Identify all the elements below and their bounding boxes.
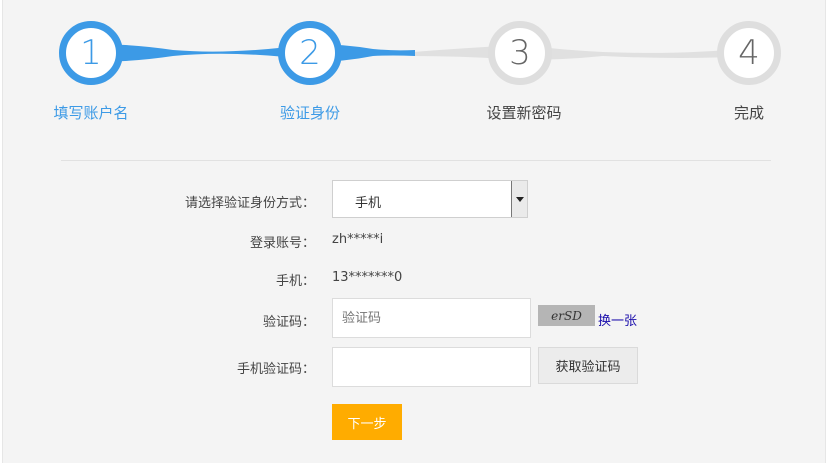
step-1-number: 1 (80, 33, 102, 73)
phone-value: 13*******0 (332, 270, 403, 285)
step-2-label: 验证身份 (279, 104, 340, 122)
account-value: zh*****i (332, 232, 384, 247)
method-label: 请选择验证身份方式： (184, 196, 315, 211)
step-4-number: 4 (738, 33, 760, 73)
captcha-refresh-link[interactable]: 换一张 (598, 314, 638, 329)
track-active-1 (92, 44, 312, 62)
phone-label: 手机： (275, 274, 315, 289)
step-2-number: 2 (299, 33, 321, 73)
step-3-circle: 3 (488, 21, 552, 85)
get-sms-code-button[interactable]: 获取验证码 (538, 347, 638, 384)
sms-code-input[interactable] (332, 347, 531, 387)
account-label: 登录账号： (249, 236, 315, 251)
step-3-label: 设置新密码 (486, 104, 562, 122)
method-select[interactable]: 手机 (332, 180, 528, 218)
method-select-value: 手机 (355, 196, 382, 211)
sms-code-label: 手机验证码： (236, 362, 315, 377)
captcha-label: 验证码： (262, 315, 315, 330)
step-4-label: 完成 (733, 104, 764, 122)
step-4-circle: 4 (717, 21, 781, 85)
step-1-circle: 1 (59, 21, 123, 85)
track-inactive (413, 45, 749, 60)
captcha-image: erSD (538, 305, 595, 326)
section-divider (61, 160, 771, 161)
next-step-button[interactable]: 下一步 (332, 404, 402, 440)
step-3-number: 3 (509, 33, 531, 73)
step-1-label: 填写账户名 (53, 104, 129, 122)
step-2-circle: 2 (278, 21, 342, 85)
captcha-input[interactable] (332, 298, 531, 338)
dropdown-arrow-icon[interactable] (511, 181, 527, 217)
